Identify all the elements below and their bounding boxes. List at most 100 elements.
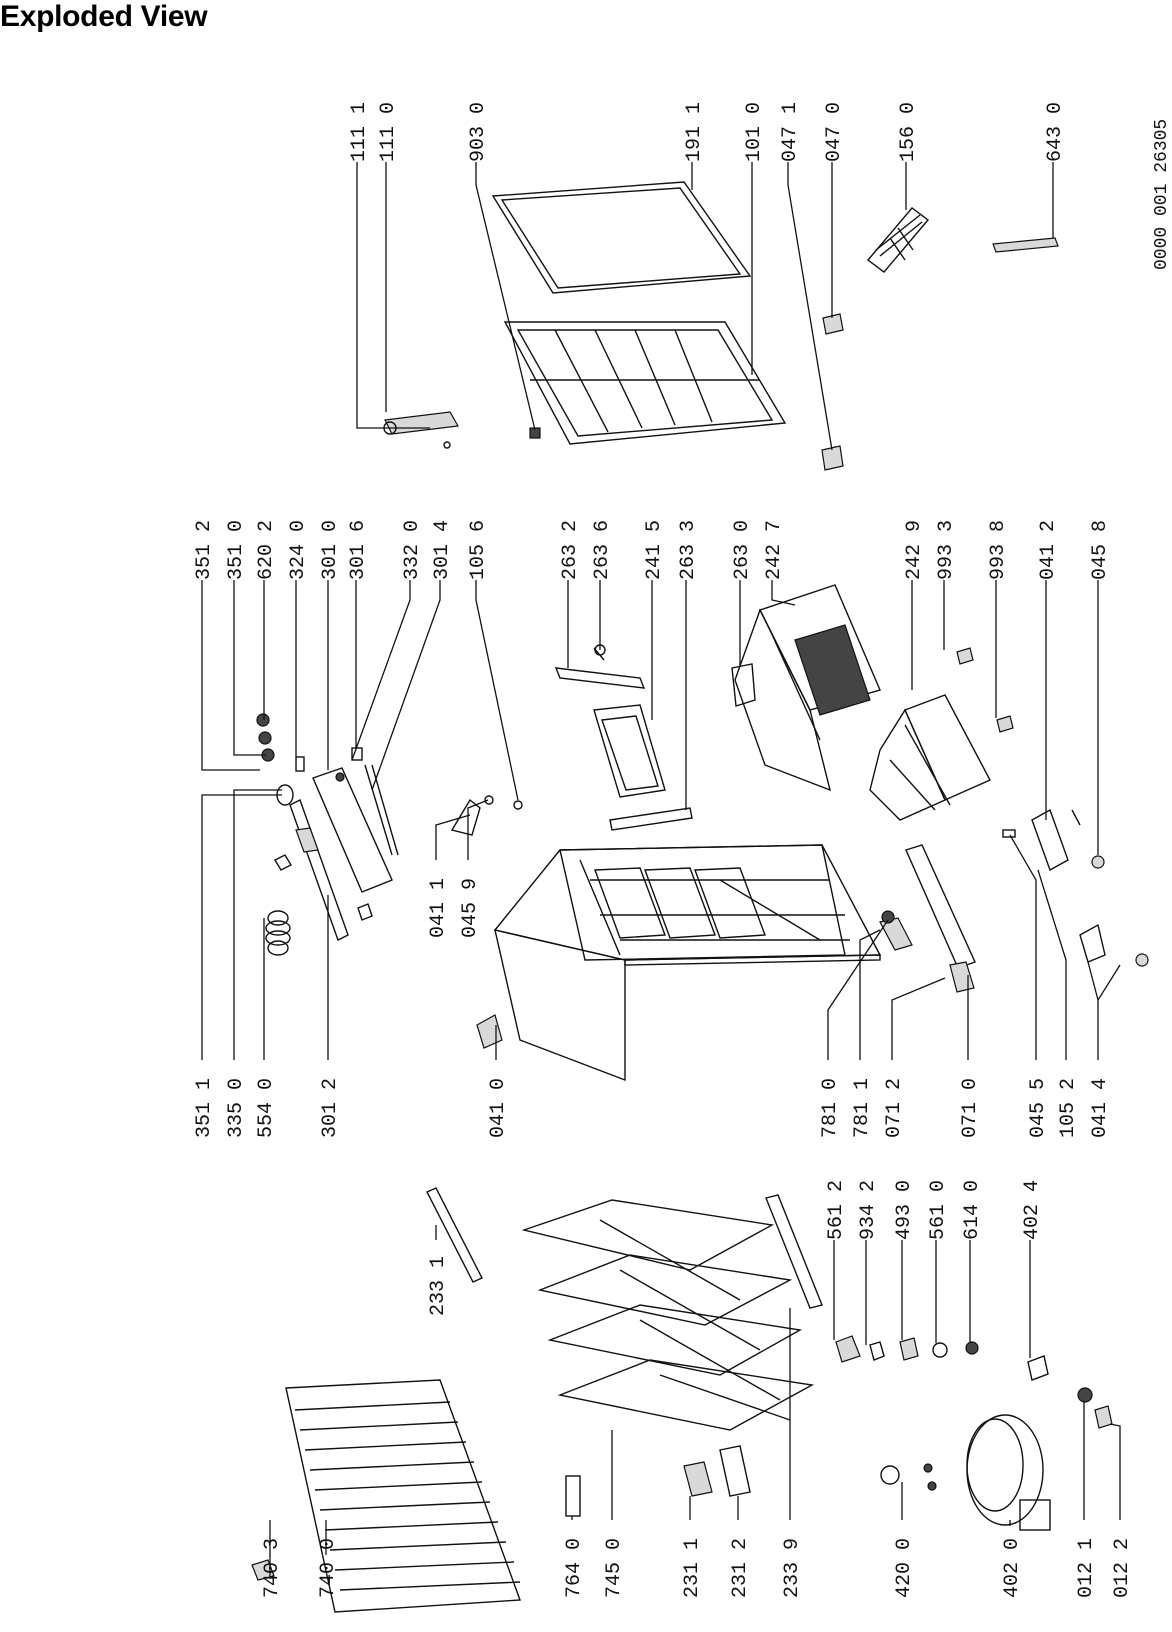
label-241-5: 241 5 <box>643 520 666 580</box>
label-301-4: 301 4 <box>431 520 454 580</box>
label-233-9: 233 9 <box>781 1538 804 1598</box>
hinge-cover <box>822 313 844 335</box>
label-071-0: 071 0 <box>959 1078 982 1138</box>
condenser-clip <box>251 1559 275 1581</box>
drawer-clip-2 <box>996 715 1014 733</box>
freezer-drawer-top <box>734 584 881 792</box>
capacitor <box>880 1465 900 1485</box>
freezer-drawer-bottom <box>869 694 991 821</box>
label-745-0: 745 0 <box>603 1538 626 1598</box>
drier-filter <box>565 1475 581 1517</box>
foot-hinge <box>476 1014 503 1049</box>
label-402-0: 402 0 <box>1001 1538 1024 1598</box>
lower-hinge <box>450 798 481 836</box>
label-012-1: 012 1 <box>1075 1538 1098 1598</box>
leader-lines <box>201 162 1121 1578</box>
label-554-0: 554 0 <box>255 1078 278 1138</box>
label-101-0: 101 0 <box>743 102 766 162</box>
label-045-5: 045 5 <box>1027 1078 1050 1138</box>
label-643-0: 643 0 <box>1044 102 1067 162</box>
label-351-1: 351 1 <box>193 1078 216 1138</box>
label-351-0: 351 0 <box>225 520 248 580</box>
label-242-7: 242 7 <box>763 520 786 580</box>
label-156-0: 156 0 <box>897 102 920 162</box>
label-263-2: 263 2 <box>559 520 582 580</box>
label-233-1: 233 1 <box>427 1256 450 1316</box>
label-047-0: 047 0 <box>823 102 846 162</box>
leveling-foot <box>881 910 895 924</box>
label-620-2: 620 2 <box>255 520 278 580</box>
label-105-2: 105 2 <box>1057 1078 1080 1138</box>
label-351-2: 351 2 <box>193 520 216 580</box>
label-781-1: 781 1 <box>851 1078 874 1138</box>
label-561-2: 561 2 <box>825 1180 848 1240</box>
label-231-2: 231 2 <box>729 1538 752 1598</box>
door-shelf <box>593 704 666 798</box>
drawer-clip-1 <box>956 647 974 665</box>
grommet <box>1077 1387 1093 1403</box>
label-191-1: 191 1 <box>683 102 706 162</box>
label-041-2: 041 2 <box>1037 520 1060 580</box>
label-263-6: 263 6 <box>591 520 614 580</box>
label-071-2: 071 2 <box>883 1078 906 1138</box>
foot-bracket <box>1079 923 1106 963</box>
label-903-0: 903 0 <box>467 102 490 162</box>
page-title: Exploded View <box>0 0 208 33</box>
label-301-2: 301 2 <box>319 1078 342 1138</box>
label-242-9: 242 9 <box>903 520 926 580</box>
thermostat-cover <box>683 1461 713 1497</box>
label-614-0: 614 0 <box>961 1180 984 1240</box>
label-402-4: 402 4 <box>1021 1180 1044 1240</box>
label-012-2: 012 2 <box>1111 1538 1134 1598</box>
label-934-2: 934 2 <box>857 1180 880 1240</box>
evaporator-rail <box>765 1194 823 1309</box>
spacer <box>1094 1405 1113 1429</box>
relay <box>835 1335 861 1363</box>
label-335-0: 335 0 <box>225 1078 248 1138</box>
parts <box>251 181 1149 1613</box>
label-041-4: 041 4 <box>1089 1078 1112 1138</box>
label-041-1: 041 1 <box>427 878 450 938</box>
rail <box>992 237 1059 253</box>
hinge-pin <box>821 445 844 471</box>
label-111-1: 111 1 <box>348 102 371 162</box>
shelf-rail-1 <box>554 644 646 689</box>
label-047-1: 047 1 <box>779 102 802 162</box>
condenser-coil <box>285 1379 521 1613</box>
label-045-8: 045 8 <box>1089 520 1112 580</box>
shelf-support <box>731 663 756 707</box>
light-strip <box>364 764 393 856</box>
label-740-0: 740 0 <box>317 1538 340 1598</box>
label-301-0: 301 0 <box>319 520 342 580</box>
label-045-9: 045 9 <box>459 878 482 938</box>
label-111-0: 111 0 <box>377 102 400 162</box>
label-231-1: 231 1 <box>681 1538 704 1598</box>
kick-plate <box>905 844 976 969</box>
label-324-0: 324 0 <box>287 520 310 580</box>
evaporator-shelves <box>521 1199 815 1431</box>
label-740-3: 740 3 <box>261 1538 284 1598</box>
label-781-0: 781 0 <box>819 1078 842 1138</box>
evaporator-rod <box>426 1187 483 1283</box>
shelf-rail-2 <box>609 807 693 831</box>
hinge-bracket <box>383 411 459 449</box>
label-993-8: 993 8 <box>987 520 1010 580</box>
bottom-bracket <box>1031 808 1069 872</box>
label-764-0: 764 0 <box>563 1538 586 1598</box>
label-993-3: 993 3 <box>935 520 958 580</box>
label-263-0: 263 0 <box>731 520 754 580</box>
label-561-0: 561 0 <box>927 1180 950 1240</box>
control-panel <box>256 713 393 956</box>
compressor <box>966 1414 1051 1531</box>
door-gasket <box>491 181 752 294</box>
drawing-number: 0000 001 26305 <box>1152 119 1172 270</box>
label-041-0: 041 0 <box>487 1078 510 1138</box>
grille-cover <box>949 961 975 993</box>
label-420-0: 420 0 <box>893 1538 916 1598</box>
label-263-3: 263 3 <box>677 520 700 580</box>
part-labels: 111 1 111 0 903 0 191 1 101 0 047 1 047 … <box>193 102 1172 1598</box>
vent-grille <box>879 917 913 951</box>
door-panel <box>503 321 787 445</box>
thermostat-bracket <box>719 1445 751 1497</box>
